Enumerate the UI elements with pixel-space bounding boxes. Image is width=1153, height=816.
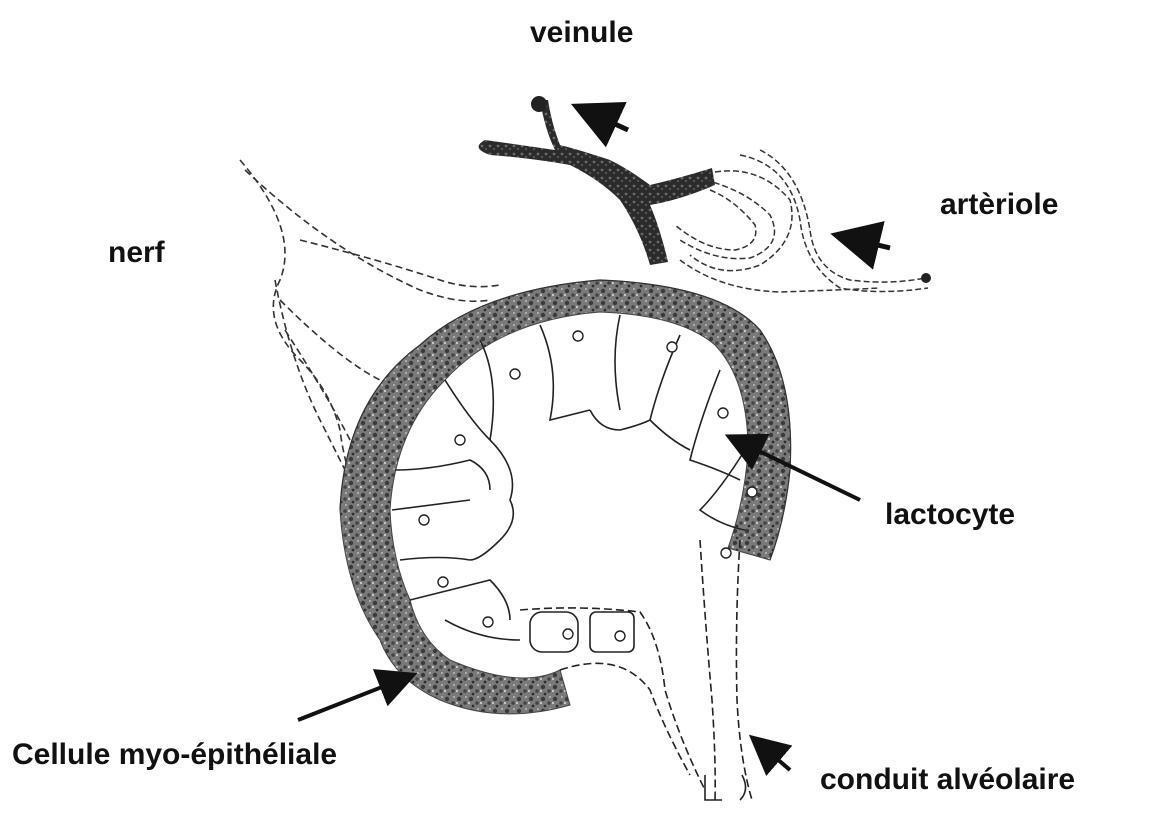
label-arteriole: artèriole bbox=[940, 190, 1058, 220]
cell-nuclei bbox=[419, 331, 757, 641]
myoepithelial-layer bbox=[340, 280, 791, 714]
venule-flow-arrow bbox=[580, 108, 628, 130]
label-nerf: nerf bbox=[108, 238, 165, 268]
arteriole-vessel bbox=[675, 150, 928, 292]
myoepithelial-pointer-arrow bbox=[298, 676, 410, 720]
arteriole-flow-arrow bbox=[840, 236, 890, 248]
arteriole-end bbox=[921, 273, 931, 283]
label-conduit: conduit alvéolaire bbox=[820, 765, 1075, 795]
label-veinule: veinule bbox=[530, 18, 633, 48]
venule-vessel bbox=[479, 96, 715, 265]
conduit-pointer-arrow bbox=[755, 740, 790, 770]
alveolar-duct bbox=[520, 540, 752, 800]
label-myoepithelial: Cellule myo-épithéliale bbox=[12, 740, 337, 770]
label-lactocyte: lactocyte bbox=[885, 500, 1015, 530]
